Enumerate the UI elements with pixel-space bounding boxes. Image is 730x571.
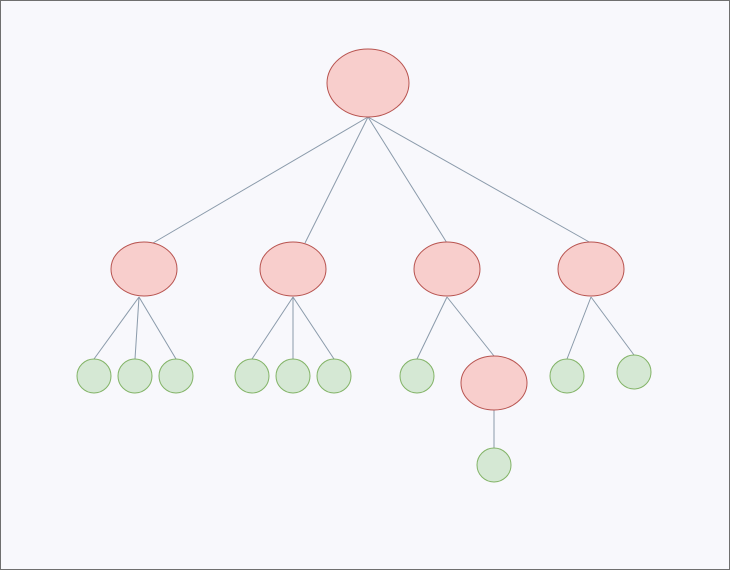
edges-layer [93,116,635,448]
internal-node-a[interactable] [110,241,178,297]
edge-a-a3 [138,296,177,360]
leaf-node-a3[interactable] [158,358,194,394]
edge-d-d1 [566,296,592,360]
internal-node-c2[interactable] [460,355,528,411]
leaf-node-c1[interactable] [399,358,435,394]
edge-root-a [152,116,369,244]
internal-node-d[interactable] [557,241,625,297]
edge-a-a2 [134,296,140,360]
edge-b-b3 [292,296,335,360]
leaf-node-b3[interactable] [316,358,352,394]
leaf-node-d2[interactable] [616,354,652,390]
leaf-node-a1[interactable] [76,358,112,394]
leaf-node-c2a[interactable] [476,447,512,483]
edge-root-c [367,116,448,244]
internal-node-c[interactable] [413,241,481,297]
edge-root-b [304,116,369,244]
edge-c-c2 [446,296,495,357]
edge-d-d2 [590,296,635,356]
leaf-node-a2[interactable] [117,358,153,394]
leaf-node-b1[interactable] [234,358,270,394]
edge-c-c1 [416,296,448,360]
leaf-node-b2[interactable] [275,358,311,394]
internal-node-root[interactable] [326,48,410,118]
edge-b-b1 [251,296,294,360]
edge-a-a1 [93,296,140,360]
leaf-node-d1[interactable] [549,358,585,394]
internal-node-b[interactable] [259,241,327,297]
edge-root-d [367,116,592,244]
nodes-layer [76,48,652,483]
